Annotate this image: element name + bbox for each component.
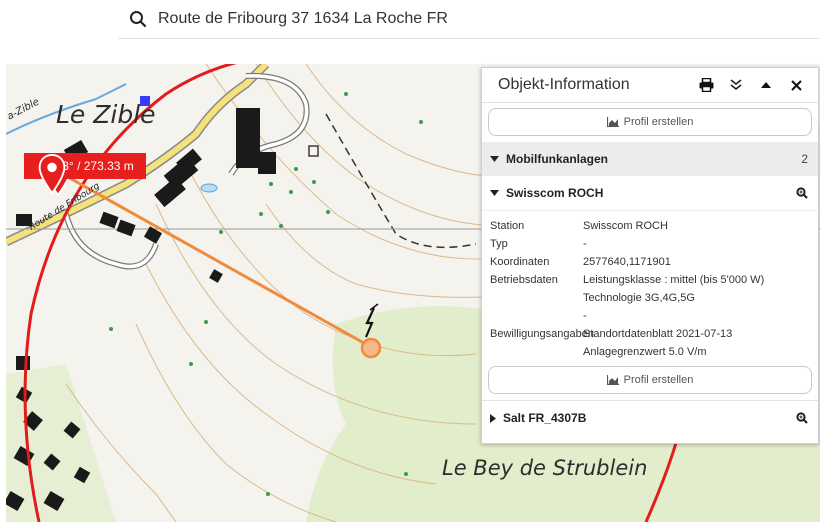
item-details: Station Swisscom ROCH Typ - Koordinaten … xyxy=(482,211,818,361)
detail-value: - xyxy=(583,310,587,322)
panel-title: Objekt-Information xyxy=(498,76,630,93)
detail-row: Typ - xyxy=(490,235,818,253)
detail-key: Bewilligungsangaben xyxy=(490,328,594,340)
caret-right-icon xyxy=(490,413,496,423)
caret-down-icon xyxy=(490,190,499,196)
location-pin-icon[interactable] xyxy=(38,154,66,194)
print-icon[interactable] xyxy=(694,74,718,96)
detail-row: Betriebsdaten Leistungsklasse : mittel (… xyxy=(490,271,818,289)
caret-down-icon xyxy=(490,156,499,162)
item-swisscom-roch[interactable]: Swisscom ROCH xyxy=(482,176,818,211)
caret-up-icon[interactable] xyxy=(754,74,778,96)
detail-key: Betriebsdaten xyxy=(490,274,558,286)
chart-icon xyxy=(606,375,619,385)
double-chevron-down-icon[interactable] xyxy=(724,74,748,96)
map-label-village: Le Zible xyxy=(56,100,156,129)
detail-row: Koordinaten 2577640,1171901 xyxy=(490,253,818,271)
create-profile-button-2[interactable]: Profil erstellen xyxy=(488,366,812,394)
detail-value: Technologie 3G,4G,5G xyxy=(583,292,695,304)
close-icon[interactable] xyxy=(784,74,808,96)
detail-row: Technologie 3G,4G,5G xyxy=(490,289,818,307)
detail-key: Station xyxy=(490,220,525,232)
create-profile-button[interactable]: Profil erstellen xyxy=(488,108,812,136)
detail-value: 2577640,1171901 xyxy=(583,256,671,268)
detail-key xyxy=(490,307,583,325)
search-input[interactable] xyxy=(158,10,758,28)
search-bar xyxy=(118,0,820,39)
detail-row: Bewilligungsangaben Standortdatenblatt 2… xyxy=(490,325,818,343)
object-info-panel: Objekt-Information Profil erste xyxy=(481,67,819,444)
zoom-in-icon[interactable] xyxy=(796,412,808,424)
detail-row: - xyxy=(490,307,818,325)
section-mobilfunkanlagen[interactable]: Mobilfunkanlagen 2 xyxy=(482,142,818,176)
detail-row: Anlagegrenzwert 5.0 V/m xyxy=(490,343,818,361)
chart-icon xyxy=(606,117,619,127)
item-salt-fr-4307b[interactable]: Salt FR_4307B xyxy=(482,400,818,435)
detail-key: Koordinaten xyxy=(490,256,550,268)
section-count: 2 xyxy=(801,152,808,166)
item-label: Salt FR_4307B xyxy=(503,411,587,425)
search-icon[interactable] xyxy=(118,0,158,38)
detail-value: Standortdatenblatt 2021-07-13 xyxy=(583,328,733,340)
detail-value: Swisscom ROCH xyxy=(583,220,668,232)
item-label: Swisscom ROCH xyxy=(506,186,604,200)
map-label-forest: Le Bey de Strublein xyxy=(442,456,648,480)
zoom-in-icon[interactable] xyxy=(796,187,808,199)
detail-key xyxy=(490,289,583,307)
create-profile-label: Profil erstellen xyxy=(623,374,694,386)
detail-row: Station Swisscom ROCH xyxy=(490,217,818,235)
detail-value: - xyxy=(583,238,587,250)
detail-value: Leistungsklasse : mittel (bis 5'000 W) xyxy=(583,274,765,286)
detail-value: Anlagegrenzwert 5.0 V/m xyxy=(583,346,707,358)
panel-header: Objekt-Information xyxy=(482,68,818,103)
detail-key xyxy=(490,343,583,361)
section-label: Mobilfunkanlagen xyxy=(506,152,608,166)
create-profile-label: Profil erstellen xyxy=(623,116,694,128)
detail-key: Typ xyxy=(490,238,508,250)
